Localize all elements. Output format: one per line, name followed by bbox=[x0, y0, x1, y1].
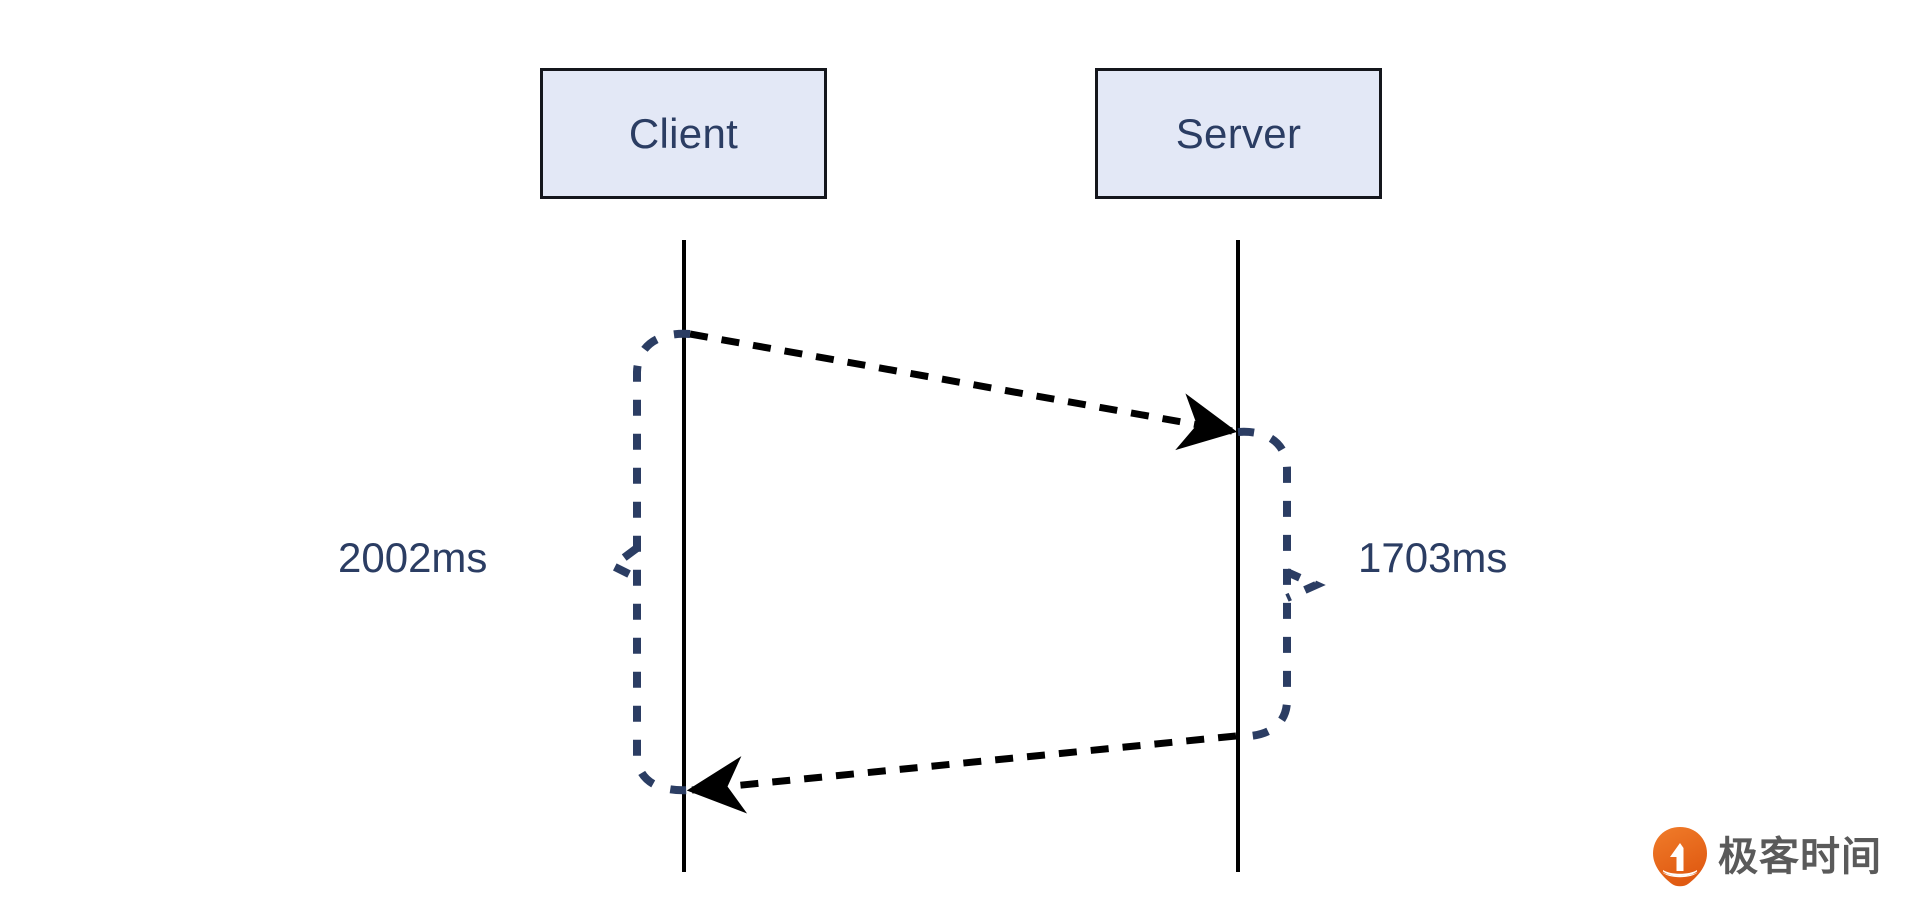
duration-brace-server bbox=[1237, 427, 1291, 741]
duration-brace-client bbox=[633, 329, 691, 795]
participant-label-client: Client bbox=[628, 109, 739, 157]
message-arrow-request bbox=[689, 330, 1238, 451]
participant-box-client: Client bbox=[540, 68, 827, 199]
duration-label-client: 2002ms bbox=[338, 534, 488, 581]
duration-label-server: 1703ms bbox=[1358, 534, 1508, 581]
message-arrow-response bbox=[686, 732, 1237, 814]
watermark: 极客时间 bbox=[1652, 826, 1882, 888]
duration-brace-client-tip-icon bbox=[605, 544, 640, 582]
participant-box-server: Server bbox=[1095, 68, 1382, 199]
watermark-text: 极客时间 bbox=[1718, 834, 1882, 880]
duration-brace-server-tip-icon bbox=[1285, 568, 1326, 602]
geektime-pin-logo-icon bbox=[1653, 827, 1707, 887]
participant-label-server: Server bbox=[1175, 109, 1302, 157]
